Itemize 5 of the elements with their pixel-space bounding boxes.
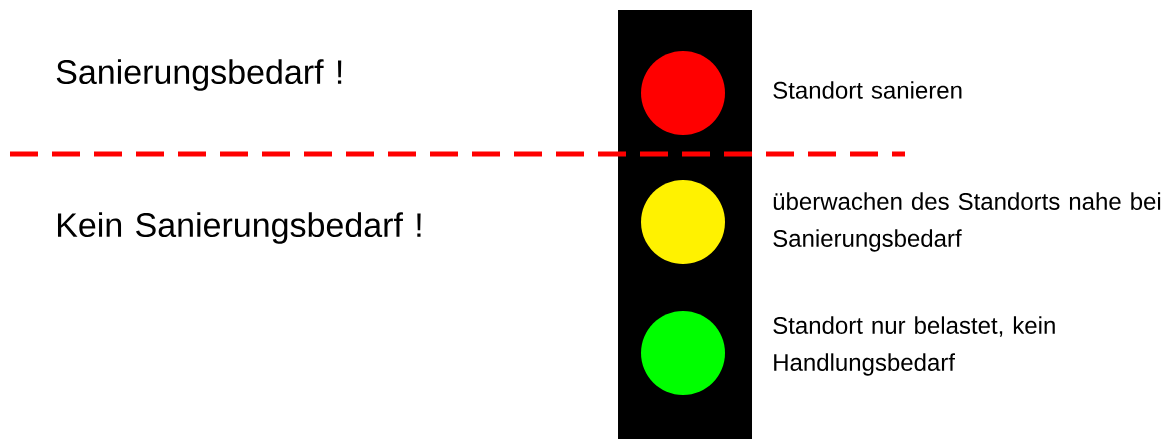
text-label: Standort sanieren — [773, 81, 962, 99]
text-label: überwachen des Standorts nahe bei Sanierungsbedarf — [773, 192, 1161, 252]
text-label: Sanierungsbedarf ! — [56, 59, 342, 91]
text-label: Standort nur belastet, kein Handlungsbedarf — [773, 316, 1055, 376]
text-label: Kein Sanierungsbedarf ! — [58, 212, 421, 244]
